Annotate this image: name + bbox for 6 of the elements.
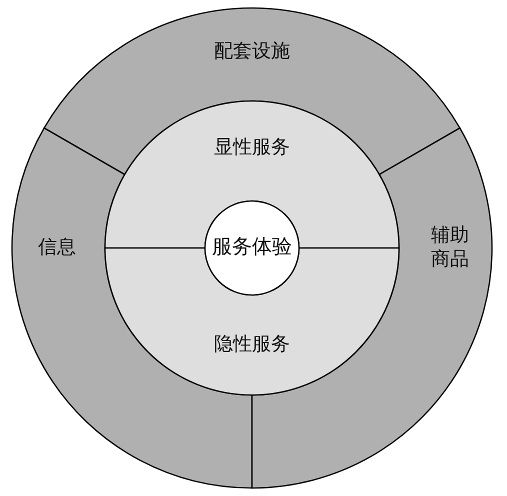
segment-label: 隐性服务 [214, 333, 290, 357]
segment-label: 辅助商品 [431, 224, 469, 272]
segment-label: 信息 [38, 236, 76, 260]
segment-label: 配套设施 [214, 40, 290, 64]
segment-label: 显性服务 [214, 136, 290, 160]
segment-label: 服务体验 [212, 234, 292, 258]
